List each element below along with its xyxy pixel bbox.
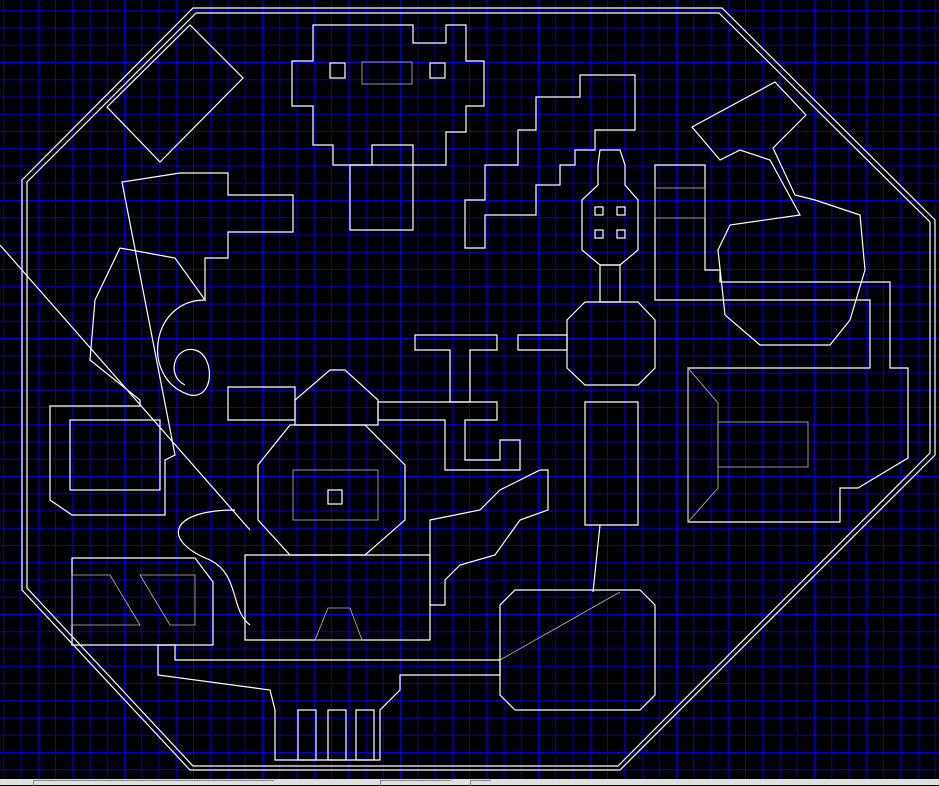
room-left-bottom-ramp2 xyxy=(139,574,196,626)
pillar-bottom xyxy=(327,709,347,761)
room-top-center-hall xyxy=(349,164,414,231)
curved-stair-left xyxy=(178,509,251,626)
corridor-top-center xyxy=(414,334,498,403)
center-block xyxy=(327,489,343,505)
room-top-center-altar xyxy=(361,61,413,85)
room-left-bottom xyxy=(71,557,214,646)
room-stack-strip xyxy=(654,187,706,219)
room-left-small xyxy=(69,419,161,491)
pillar xyxy=(616,229,626,239)
room-top-center xyxy=(291,24,485,166)
corridor-bottom xyxy=(157,644,501,761)
status-segment xyxy=(470,780,491,786)
corridor-curve-right xyxy=(429,469,549,606)
rooms xyxy=(49,24,909,761)
status-bar xyxy=(0,779,939,786)
corridor-link xyxy=(592,524,601,593)
outer-wall xyxy=(21,7,936,771)
room-arrow-top-right xyxy=(691,81,866,346)
spiral-stair xyxy=(156,299,210,396)
pillar-bottom xyxy=(297,709,317,761)
inner-wall xyxy=(26,12,931,767)
pillar xyxy=(594,206,604,216)
room-right-altar xyxy=(717,421,809,468)
pillar-bottom xyxy=(355,709,375,761)
status-segment xyxy=(33,780,274,786)
stairs-bottom-center xyxy=(314,607,363,641)
center-altar xyxy=(292,469,379,521)
room-staircase-blocks xyxy=(464,74,636,249)
room-left-bottom-ramp xyxy=(71,574,141,626)
diagonal-bottom-right xyxy=(499,591,621,661)
pillar xyxy=(616,206,626,216)
room-top-center-right-block xyxy=(429,62,446,79)
room-bottom-center xyxy=(244,554,431,641)
room-top-center-left-block xyxy=(329,62,346,79)
corridor-center-right xyxy=(377,401,521,471)
corridor-right-spur xyxy=(517,334,568,351)
room-top-left-box xyxy=(106,24,244,163)
pillar xyxy=(594,229,604,239)
corridors-center-left xyxy=(227,386,296,421)
corridor-ladder-right xyxy=(584,401,639,526)
corridor-vertical-right xyxy=(599,264,621,303)
outer-boundary xyxy=(0,7,936,771)
room-stack-right xyxy=(654,164,909,523)
room-right-inner xyxy=(687,366,719,524)
room-left-curve xyxy=(49,172,294,516)
room-bottom-right xyxy=(499,589,656,711)
status-segment xyxy=(380,780,451,786)
